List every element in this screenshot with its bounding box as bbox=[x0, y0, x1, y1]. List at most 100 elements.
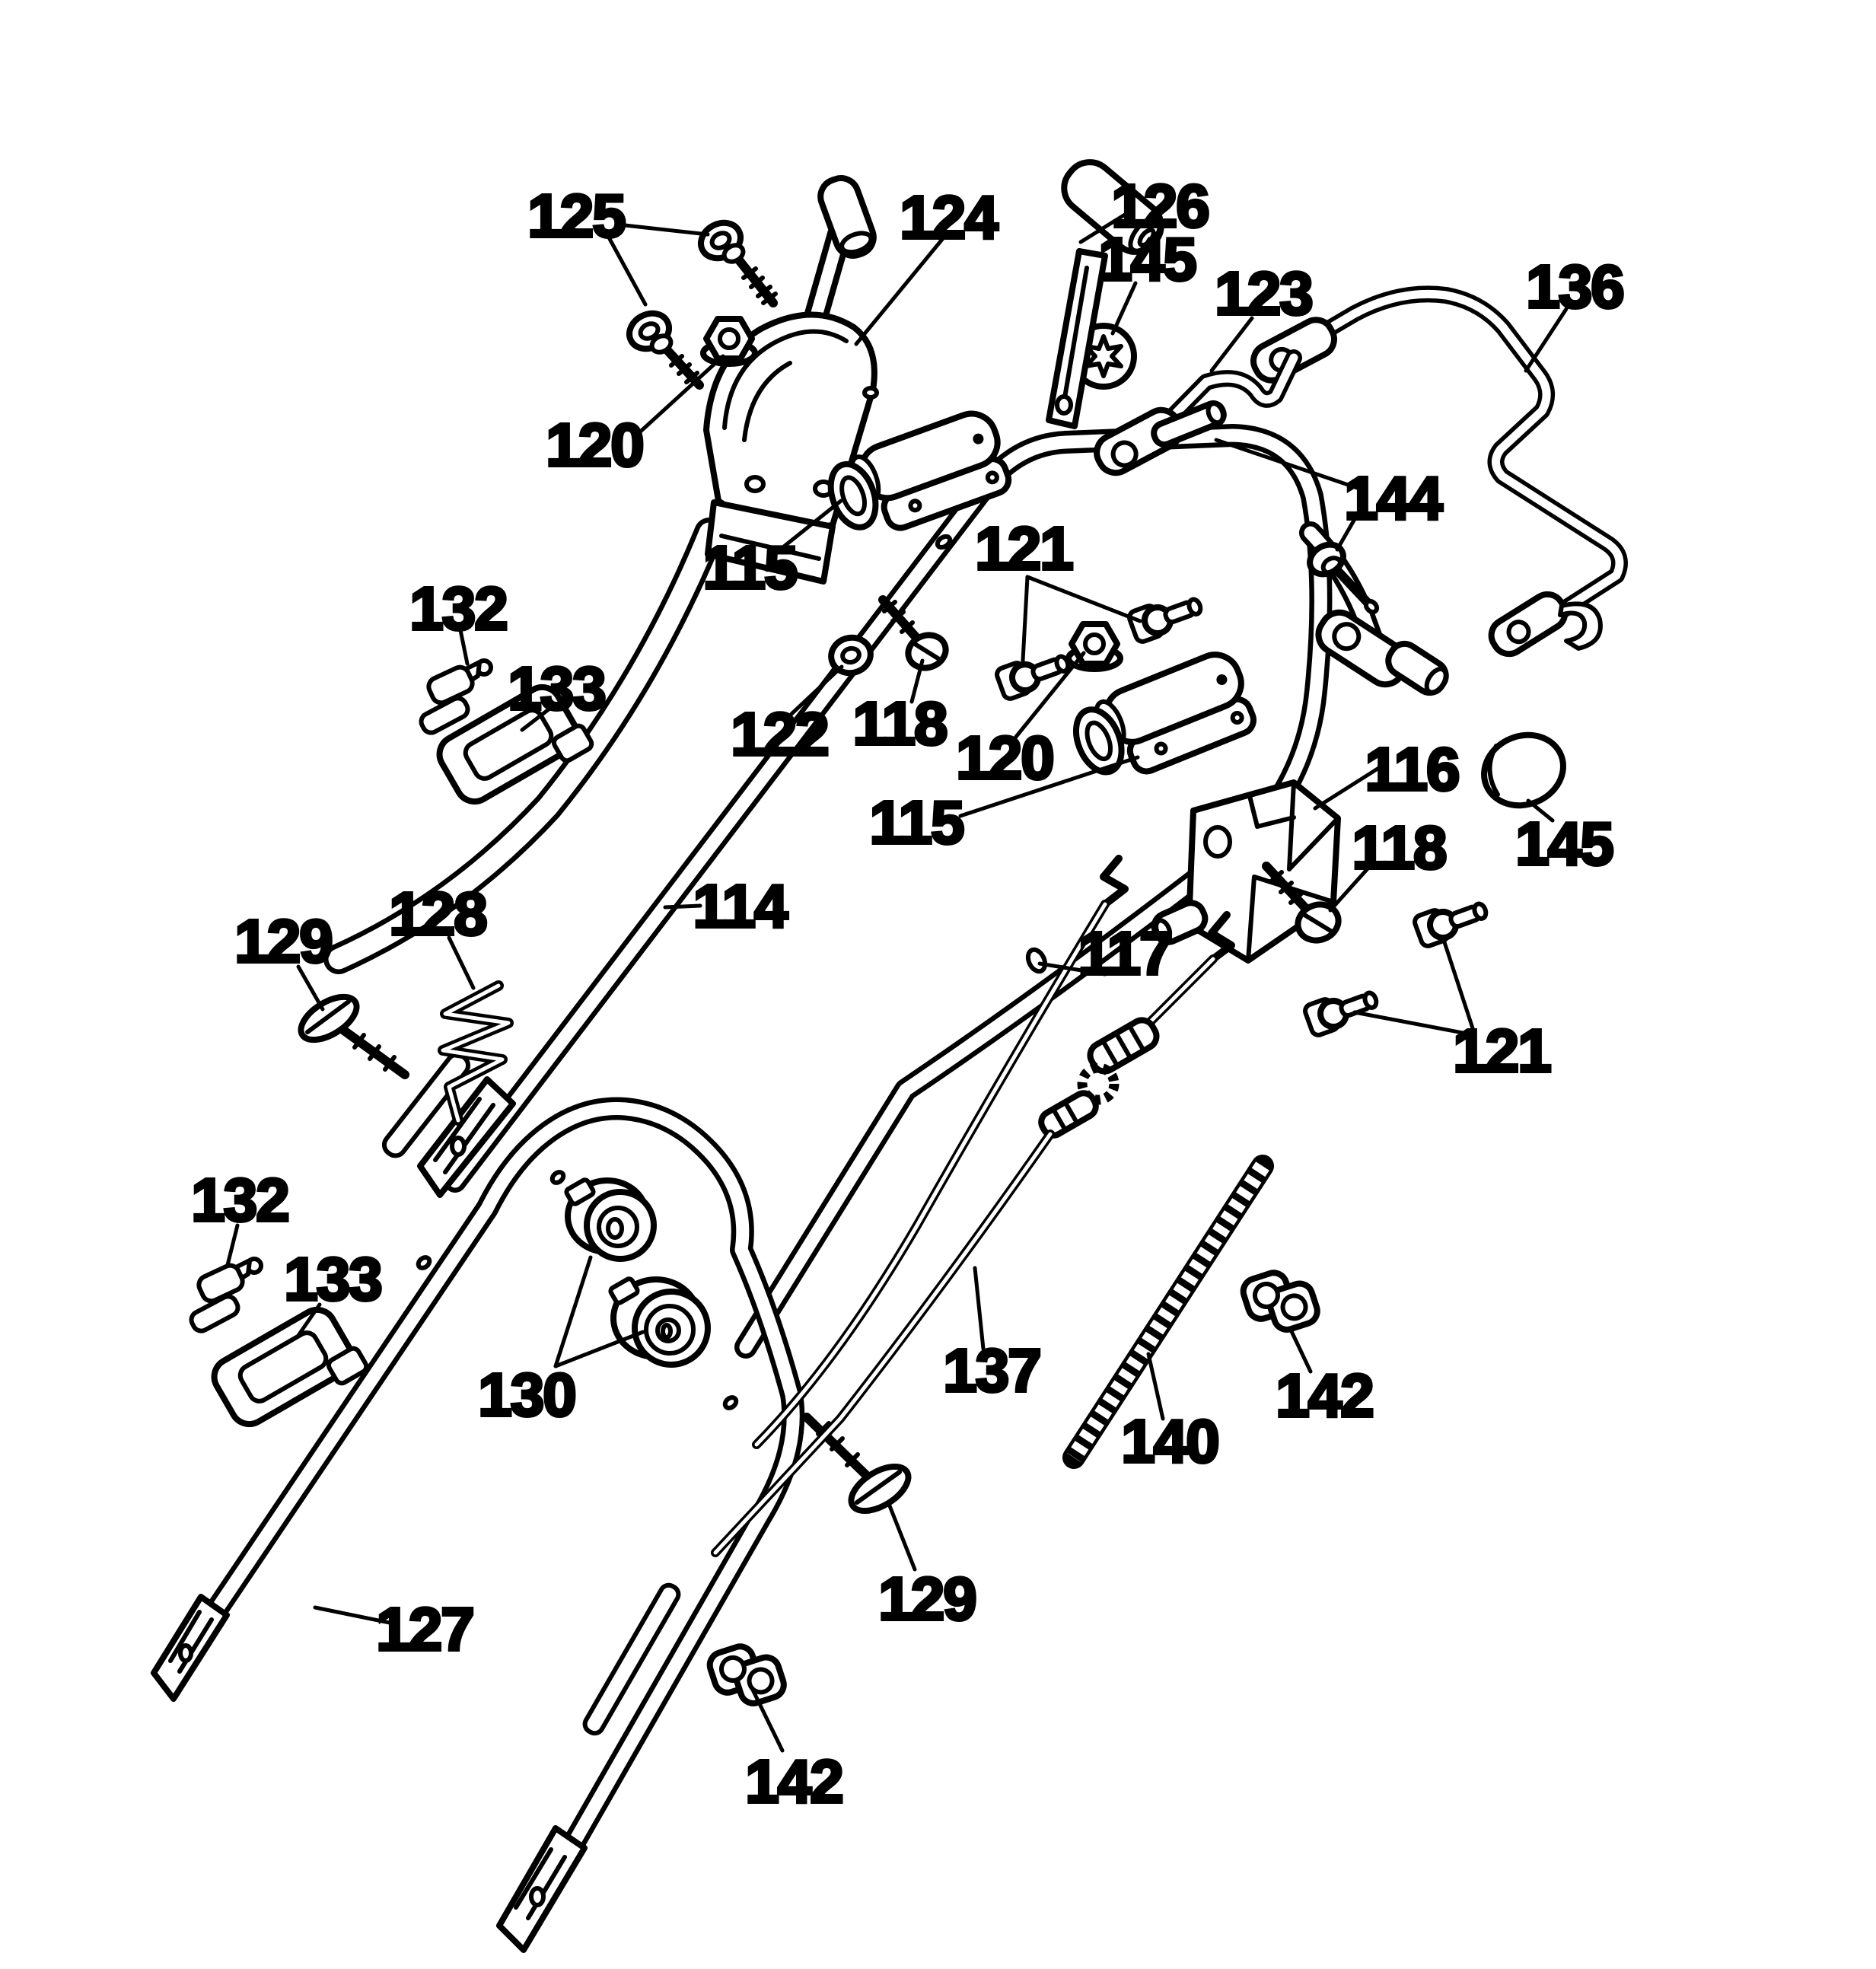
bolt-121-b bbox=[995, 654, 1071, 701]
guard-rod-136 bbox=[1250, 285, 1628, 658]
part-label-124-1: 124 bbox=[900, 183, 999, 251]
lower-handle-bottom-end bbox=[496, 1582, 681, 1953]
screw-118-mid bbox=[878, 595, 949, 671]
leader-line-13 bbox=[457, 624, 470, 666]
part-label-137-27: 137 bbox=[943, 1337, 1040, 1404]
part-label-126-2: 126 bbox=[1111, 172, 1208, 240]
pin-144 bbox=[1151, 400, 1227, 448]
leader-line-37 bbox=[750, 1686, 785, 1753]
part-label-118-13: 118 bbox=[852, 690, 947, 757]
part-label-121-8: 121 bbox=[975, 515, 1072, 582]
part-label-121-23: 121 bbox=[1453, 1017, 1550, 1085]
leader-line-24 bbox=[296, 964, 325, 1012]
leader-line-29 bbox=[295, 1302, 322, 1339]
leader-line-19 bbox=[1313, 763, 1386, 811]
cable-clamp-115-b bbox=[1072, 652, 1257, 776]
leader-line-36 bbox=[887, 1502, 917, 1572]
leader-line-12 bbox=[1335, 506, 1363, 552]
bolt-144 bbox=[1307, 541, 1380, 615]
leader-line-11 bbox=[1214, 438, 1362, 491]
clamp-142-right bbox=[1240, 1270, 1320, 1333]
throttle-control-124 bbox=[323, 175, 879, 974]
leader-line-23 bbox=[447, 935, 476, 990]
screw-125-a bbox=[698, 219, 778, 307]
part-label-142-32: 142 bbox=[745, 1748, 842, 1815]
spring-128 bbox=[438, 980, 514, 1126]
part-label-129-21: 129 bbox=[234, 907, 331, 975]
part-label-114-19: 114 bbox=[693, 872, 788, 940]
clip-132-lower bbox=[189, 1257, 263, 1333]
part-label-125-0: 125 bbox=[527, 182, 625, 250]
nut-120-top bbox=[700, 316, 758, 367]
leader-line-1 bbox=[607, 235, 648, 307]
leader-line-18 bbox=[958, 755, 1140, 818]
part-label-120-6: 120 bbox=[546, 411, 642, 479]
leader-line-22 bbox=[663, 903, 702, 910]
leader-line-28 bbox=[225, 1223, 240, 1267]
cable-137 bbox=[711, 911, 1235, 1557]
part-label-115-7: 115 bbox=[702, 534, 797, 601]
part-label-129-31: 129 bbox=[878, 1565, 975, 1633]
cable-adjuster-barrel bbox=[1087, 1017, 1160, 1075]
part-label-120-14: 120 bbox=[956, 724, 1053, 792]
leader-line-3 bbox=[1078, 212, 1127, 244]
leader-line-2 bbox=[854, 235, 946, 346]
knob-130-b bbox=[608, 1276, 711, 1368]
cable-ferrule bbox=[1038, 1090, 1099, 1139]
cable-hook-fitting bbox=[1025, 947, 1048, 974]
throttle-lever-knob bbox=[817, 175, 877, 259]
leader-line-16 bbox=[909, 658, 925, 704]
part-label-115-15: 115 bbox=[869, 789, 963, 856]
grip-126 bbox=[1046, 159, 1164, 429]
part-label-142-29: 142 bbox=[1276, 1362, 1372, 1429]
part-label-128-20: 128 bbox=[389, 880, 486, 948]
part-label-144-9: 144 bbox=[1344, 464, 1443, 532]
part-label-123-4: 123 bbox=[1215, 260, 1311, 327]
screw-118-right bbox=[1262, 862, 1342, 944]
leader-line-17 bbox=[1014, 651, 1086, 739]
part-label-136-5: 136 bbox=[1526, 253, 1623, 320]
leader-line-25 bbox=[1037, 961, 1107, 977]
part-label-118-17: 118 bbox=[1352, 814, 1446, 881]
lower-handle-left-end bbox=[151, 1594, 230, 1702]
leader-line-27 bbox=[1352, 1010, 1477, 1037]
part-label-122-12: 122 bbox=[731, 700, 827, 768]
part-label-145-3: 145 bbox=[1098, 225, 1196, 293]
guard-claw bbox=[1558, 601, 1603, 651]
leader-lines bbox=[225, 212, 1569, 1753]
part-label-132-10: 132 bbox=[409, 575, 506, 642]
part-label-133-11: 133 bbox=[508, 655, 604, 722]
bolt-121-a bbox=[1127, 597, 1203, 644]
leader-line-15 bbox=[789, 664, 844, 716]
washer-122 bbox=[828, 634, 874, 677]
leader-line-32 bbox=[973, 1266, 986, 1351]
leader-line-34 bbox=[1288, 1326, 1313, 1374]
part-label-140-28: 140 bbox=[1121, 1407, 1218, 1475]
part-label-130-26: 130 bbox=[478, 1361, 575, 1429]
tube-holes bbox=[416, 534, 953, 1410]
part-label-132-24: 132 bbox=[191, 1166, 288, 1234]
leader-line-21 bbox=[1526, 798, 1555, 823]
leader-line-30 bbox=[553, 1255, 593, 1368]
threaded-rod-140 bbox=[1062, 1155, 1274, 1469]
throttle-bracket bbox=[705, 499, 836, 585]
clamp-142-bottom bbox=[706, 1643, 787, 1706]
cable-117 bbox=[752, 855, 1129, 1449]
grommet-133-lower bbox=[211, 1306, 369, 1428]
knob-130-a bbox=[564, 1177, 657, 1262]
leader-line-8 bbox=[782, 499, 843, 549]
leader-line-0 bbox=[616, 222, 710, 237]
bolt-129-left bbox=[298, 993, 409, 1079]
clip-132-upper bbox=[419, 658, 493, 735]
leader-line-7 bbox=[634, 354, 725, 438]
leader-line-14 bbox=[520, 707, 551, 732]
leader-line-9 bbox=[1025, 575, 1142, 623]
cable-clamp-115-a bbox=[827, 410, 1012, 531]
leader-line-6 bbox=[1524, 307, 1569, 373]
leader-line-4 bbox=[1110, 281, 1138, 336]
leader-line-10 bbox=[1021, 575, 1030, 663]
leader-line-33 bbox=[1146, 1352, 1165, 1421]
